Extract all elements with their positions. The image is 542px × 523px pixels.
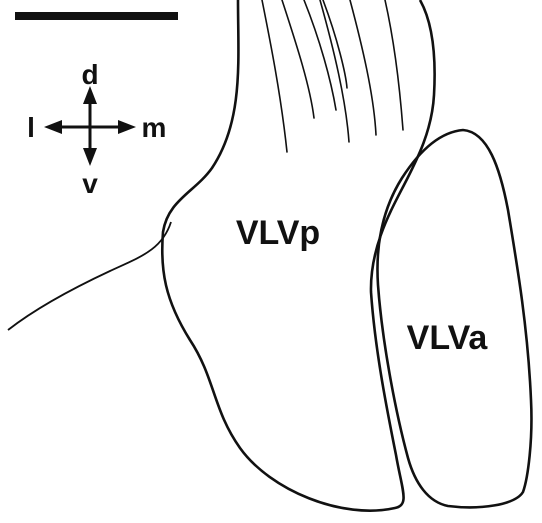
scale-bar [15, 12, 178, 20]
medial-label: m [142, 112, 167, 143]
vlvp-region [162, 0, 434, 511]
orientation-compass [44, 86, 136, 166]
dorsal-label: d [81, 59, 98, 90]
outer-boundary [8, 222, 171, 330]
vlvp-label: VLVp [236, 214, 320, 252]
fiber-lines [262, 0, 403, 152]
ventral-label: v [82, 168, 98, 199]
vlva-label: VLVa [407, 319, 489, 357]
lateral-label: l [27, 112, 35, 143]
